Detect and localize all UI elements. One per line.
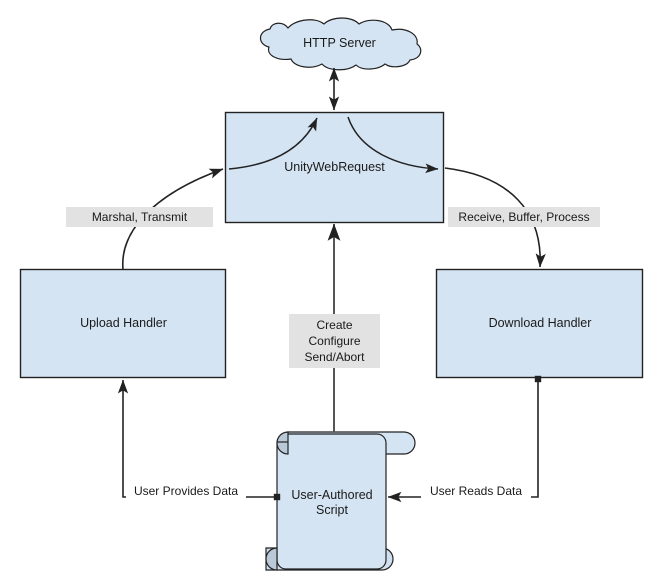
edge-unitywebrequest-downloadhandler	[444, 167, 546, 268]
edge-label-receive-buffer-process: Receive, Buffer, Process	[448, 207, 600, 227]
node-upload-handler[interactable]	[19, 268, 227, 379]
edge-label-user-reads-data: User Reads Data	[421, 483, 531, 499]
edge-label-user-provides-data: User Provides Data	[126, 483, 246, 499]
node-http-server[interactable]	[259, 17, 422, 71]
node-user-authored-script[interactable]	[265, 431, 416, 571]
node-download-handler[interactable]	[435, 268, 644, 379]
edge-internal-download-curve	[347, 116, 439, 174]
edge-label-marshal-transmit: Marshal, Transmit	[66, 207, 213, 227]
edge-script-uploadhandler	[117, 379, 281, 501]
edge-label-create-configure-send-abort: Create Configure Send/Abort	[289, 314, 380, 368]
edge-internal-upload-curve	[228, 117, 318, 170]
node-unity-web-request[interactable]	[224, 111, 445, 224]
